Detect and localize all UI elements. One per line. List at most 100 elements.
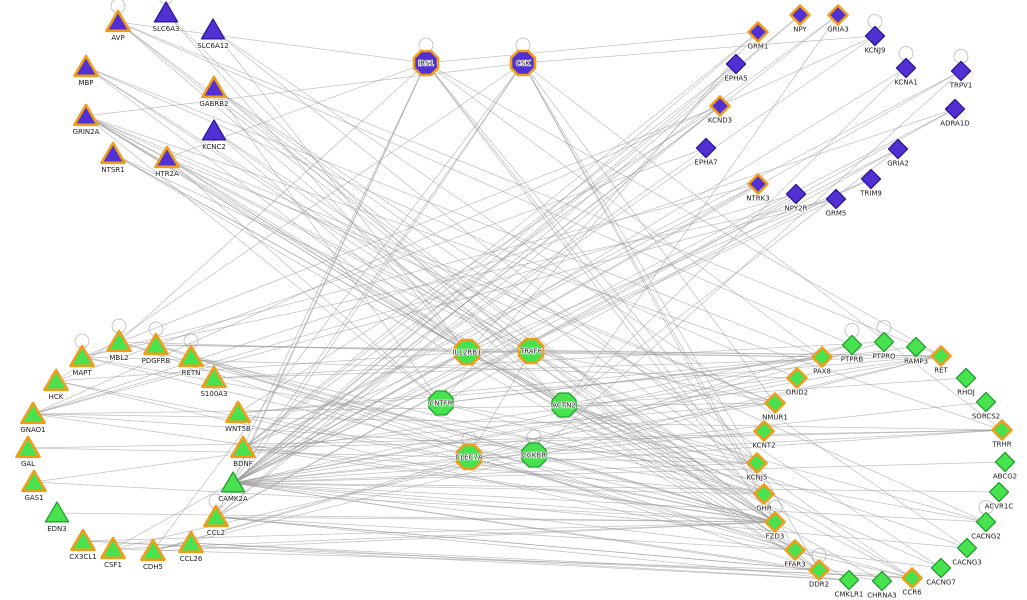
edge-GRM5-GNAO1 bbox=[32, 198, 837, 415]
node-GAS1[interactable]: GAS1 bbox=[21, 469, 47, 503]
node-GNAO1[interactable]: GNAO1 bbox=[20, 401, 46, 435]
node-label: KCNJ9 bbox=[865, 47, 886, 55]
node-ABCG2[interactable]: ABCG2 bbox=[992, 451, 1018, 481]
node-KCND3[interactable]: KCND3 bbox=[707, 95, 733, 125]
node-CLEC7A[interactable]: CLEC7A bbox=[455, 443, 484, 471]
edge-NTSR1-TRAF6 bbox=[112, 153, 532, 352]
node-shape-diamond bbox=[764, 392, 786, 414]
node-CX3CL1[interactable]: CX3CL1 bbox=[69, 528, 97, 562]
edge-CAMK2A-GHR bbox=[232, 482, 765, 495]
edge-SLC6A12-KCNJ5 bbox=[212, 29, 758, 464]
node-label: RHOJ bbox=[957, 389, 975, 397]
node-AVP[interactable]: AVP bbox=[105, 9, 131, 43]
node-label: DDR2 bbox=[809, 581, 829, 589]
node-SLC6A12[interactable]: SLC6A12 bbox=[197, 18, 229, 51]
node-shape-triangle bbox=[178, 344, 204, 368]
node-KCNA1[interactable]: KCNA1 bbox=[893, 57, 919, 87]
node-GABRB2[interactable]: GABRB2 bbox=[199, 75, 229, 109]
node-label: GRIN2A bbox=[73, 128, 100, 136]
node-shape-diamond bbox=[786, 367, 808, 389]
edge-CAMK2A-TRHR bbox=[232, 429, 1003, 484]
node-CCL26[interactable]: CCL26 bbox=[178, 530, 204, 564]
node-CSK[interactable]: CSK bbox=[509, 49, 537, 77]
node-shape-diamond bbox=[901, 567, 923, 589]
edge-CDH5-PTPRB bbox=[152, 344, 853, 552]
node-GRM5[interactable]: GRM5 bbox=[825, 188, 847, 218]
node-shape-diamond bbox=[695, 137, 717, 159]
node-shape-triangle bbox=[201, 365, 227, 389]
node-NPY[interactable]: NPY bbox=[789, 4, 811, 34]
node-shape-diamond bbox=[825, 188, 847, 210]
node-MBP[interactable]: MBP bbox=[73, 54, 99, 88]
edge-EPHA7-HCK bbox=[55, 147, 707, 382]
node-NTSR1[interactable]: NTSR1 bbox=[100, 141, 126, 175]
node-GRIA3[interactable]: GRIA3 bbox=[826, 4, 850, 34]
node-shape-diamond bbox=[873, 331, 895, 353]
node-PDGFRB[interactable]: PDGFRB bbox=[141, 332, 171, 366]
node-TRHR[interactable]: TRHR bbox=[991, 419, 1013, 449]
node-ACVR1C[interactable]: ACVR1C bbox=[984, 481, 1014, 511]
edge-BDNF-TRHR bbox=[242, 429, 1003, 449]
node-label: SLC6A3 bbox=[153, 25, 180, 33]
edge-CAMK2A-CACNG2 bbox=[232, 482, 987, 523]
node-HTR2A[interactable]: HTR2A bbox=[154, 145, 180, 179]
edge-TRAF6-DDR2 bbox=[530, 350, 820, 571]
node-EPHA5[interactable]: EPHA5 bbox=[724, 53, 748, 83]
node-CCKBR[interactable]: CCKBR bbox=[521, 442, 547, 468]
edge-IRS1-KCNJ5 bbox=[425, 62, 758, 464]
node-EPHA7[interactable]: EPHA7 bbox=[694, 137, 718, 167]
edge-CSK-TRHR bbox=[522, 62, 1003, 431]
node-RHOJ[interactable]: RHOJ bbox=[955, 367, 977, 397]
node-shape-diamond bbox=[860, 168, 882, 190]
node-ACTN2[interactable]: ACTN2 bbox=[551, 392, 577, 418]
node-S100A3[interactable]: S100A3 bbox=[200, 365, 228, 399]
node-CCR6[interactable]: CCR6 bbox=[901, 567, 923, 597]
node-RAMP3[interactable]: RAMP3 bbox=[903, 336, 929, 366]
node-GAL[interactable]: GAL bbox=[15, 435, 41, 469]
node-shape-triangle bbox=[106, 329, 132, 353]
edge-MBP-GRID2 bbox=[85, 66, 798, 379]
node-EDN3[interactable]: EDN3 bbox=[44, 501, 70, 534]
node-TRAF6[interactable]: TRAF6 bbox=[517, 337, 545, 365]
node-NMUR1[interactable]: NMUR1 bbox=[761, 392, 789, 422]
node-shape-octagon bbox=[455, 443, 483, 471]
node-shape-diamond bbox=[905, 336, 927, 358]
node-CNTFR[interactable]: CNTFR bbox=[428, 390, 454, 416]
edge-GABRB2-TRAF6 bbox=[213, 87, 532, 352]
node-GRIN2A[interactable]: GRIN2A bbox=[72, 103, 100, 137]
node-CACNG3[interactable]: CACNG3 bbox=[951, 537, 983, 567]
node-MBL2[interactable]: MBL2 bbox=[106, 329, 132, 363]
node-label: S100A3 bbox=[200, 390, 227, 398]
node-GRID2[interactable]: GRID2 bbox=[785, 367, 809, 397]
edge-GRM5-MAPT bbox=[81, 198, 837, 358]
node-shape-triangle bbox=[201, 75, 227, 99]
node-shape-diamond bbox=[994, 451, 1016, 473]
edge-CSK-KCNJ9 bbox=[522, 35, 876, 64]
edge-CAMK2A-DDR2 bbox=[232, 482, 820, 571]
node-CACNG7[interactable]: CACNG7 bbox=[925, 557, 957, 587]
node-RET[interactable]: RET bbox=[930, 345, 952, 375]
node-ADRA1D[interactable]: ADRA1D bbox=[940, 98, 970, 128]
node-CACNG2[interactable]: CACNG2 bbox=[970, 511, 1002, 541]
node-MAPT[interactable]: MAPT bbox=[69, 344, 95, 378]
node-shape-octagon bbox=[521, 442, 547, 468]
node-shape-diamond bbox=[955, 367, 977, 389]
edge-GABRB2-CACNG7 bbox=[213, 87, 942, 569]
node-TRIM9[interactable]: TRIM9 bbox=[858, 168, 883, 198]
node-KCNJ9[interactable]: KCNJ9 bbox=[864, 25, 886, 55]
edge-KCNA1-CAMK2A bbox=[232, 67, 907, 484]
node-HCK[interactable]: HCK bbox=[43, 368, 69, 402]
node-IL12RB1[interactable]: IL12RB1 bbox=[452, 338, 482, 366]
node-SORCS2[interactable]: SORCS2 bbox=[971, 391, 1001, 421]
node-KCNJ5[interactable]: KCNJ5 bbox=[746, 452, 768, 482]
node-GRM1[interactable]: GRM1 bbox=[747, 21, 769, 51]
node-shape-triangle bbox=[15, 435, 41, 459]
edge-GRIN2A-CSK bbox=[85, 62, 524, 117]
node-label: CACNG3 bbox=[952, 559, 982, 567]
node-shape-diamond bbox=[764, 511, 786, 533]
node-shape-diamond bbox=[950, 60, 972, 82]
node-shape-diamond bbox=[789, 4, 811, 26]
node-IRS1[interactable]: IRS1 bbox=[412, 49, 440, 77]
edge-HCK-FZD3 bbox=[55, 380, 776, 523]
